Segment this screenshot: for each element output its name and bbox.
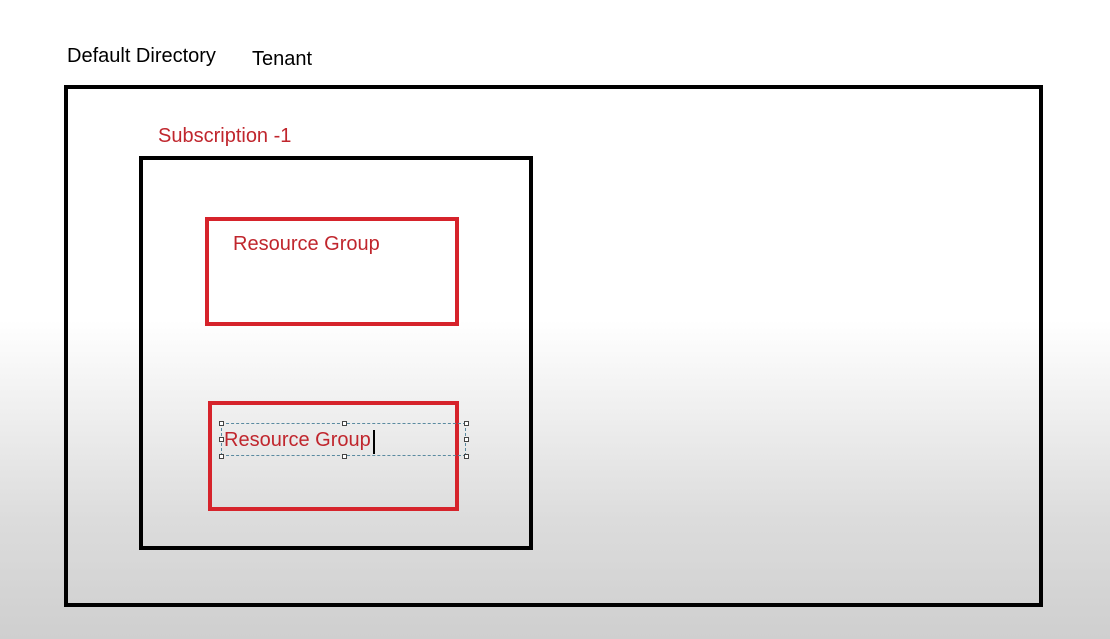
resize-handle-bottom-right[interactable] [464,454,469,459]
resize-handle-top-left[interactable] [219,421,224,426]
tenant-label: Tenant [252,48,313,70]
subscription-box[interactable] [139,156,533,550]
resize-handle-middle-left[interactable] [219,437,224,442]
resource-group-label-1: Resource Group [233,233,380,255]
resize-handle-middle-right[interactable] [464,437,469,442]
resize-handle-bottom-middle[interactable] [342,454,347,459]
subscription-label: Subscription -1 [158,125,292,147]
resource-group-box-1[interactable] [205,217,459,326]
resize-handle-top-right[interactable] [464,421,469,426]
directory-label: Default Directory [67,45,216,67]
resource-group-label-2[interactable]: Resource Group [224,429,371,451]
text-caret [373,430,375,454]
resize-handle-top-middle[interactable] [342,421,347,426]
resource-group-box-2[interactable] [208,401,459,511]
tenant-box[interactable] [64,85,1043,607]
resize-handle-bottom-left[interactable] [219,454,224,459]
